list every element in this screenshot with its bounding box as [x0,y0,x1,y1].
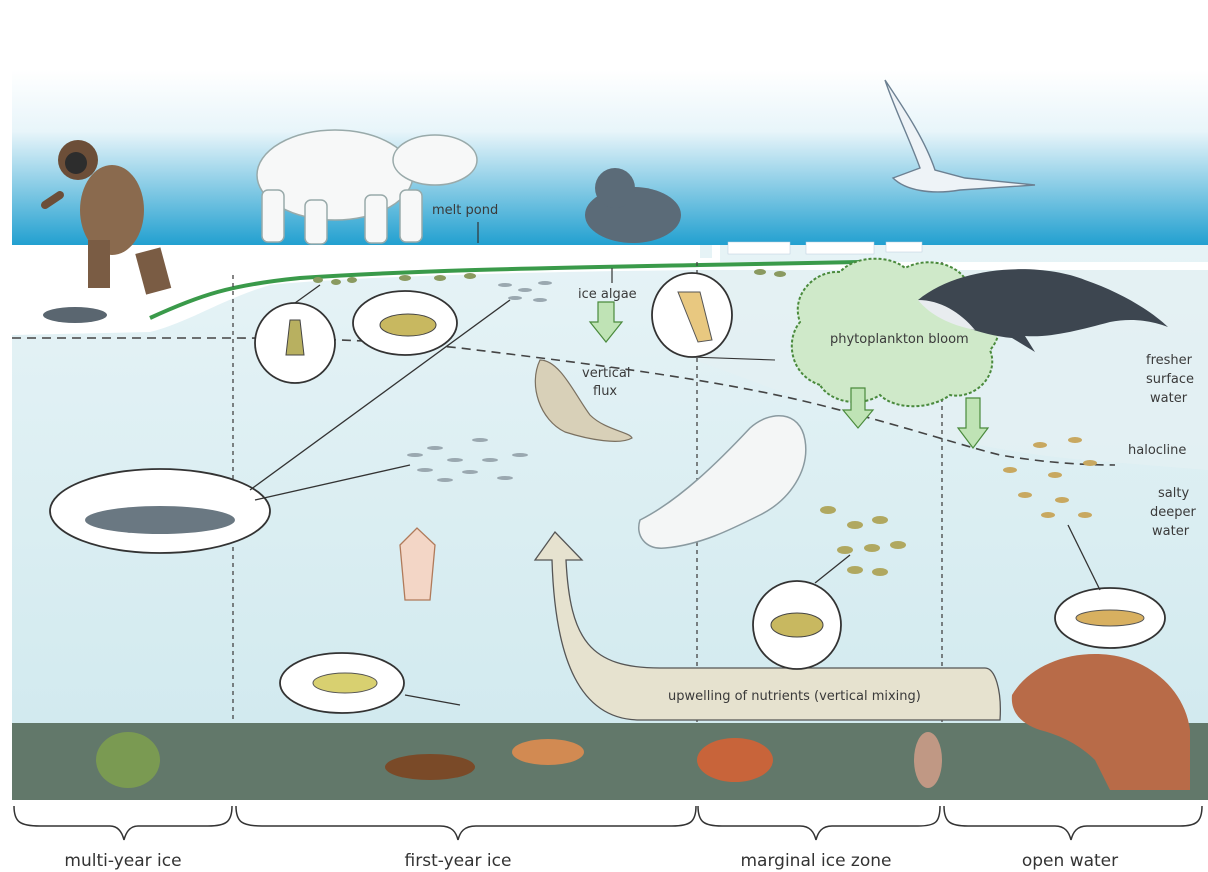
zone-label-open-water: open water [1022,851,1118,871]
callout-ice-amphipod [353,291,457,355]
vertical-flux-label-2: flux [593,384,617,399]
zone-brace-multi-year-ice [14,806,232,840]
salty-water-label-2: deeper [1150,505,1196,520]
salty-water-label-3: water [1152,524,1190,539]
zone-brace-open-water [944,806,1202,840]
krill-icon [313,673,377,693]
vertical-flux-label-1: vertical [582,366,630,381]
seaweed-icon [96,732,160,788]
salty-water-label-1: salty [1158,486,1189,501]
fresher-water-label-2: surface [1146,372,1194,387]
arctic-cod-icon [43,307,107,323]
shell-icon [914,732,942,788]
fresher-water-label-3: water [1150,391,1188,406]
callout-squid-larva [652,273,732,357]
upwelling-label: upwelling of nutrients (vertical mixing) [668,689,921,704]
amphipod-icon [380,314,436,336]
zone-brace-marginal-ice-zone [698,806,940,840]
crab-icon [697,738,773,782]
phytoplankton-bloom-label: phytoplankton bloom [830,332,969,347]
fresher-water-label-1: fresher [1146,353,1193,368]
amphipod-icon [771,613,823,637]
arctic-cod-icon [85,506,235,534]
ice-floe [806,242,874,254]
krill-icon [1076,610,1144,626]
seafloor [12,723,1208,800]
zone-brace-first-year-ice [236,806,696,840]
flatfish-icon [512,739,584,765]
ice-floe [728,242,790,254]
zone-label-first-year-ice: first-year ice [405,851,512,871]
fish-icon [385,754,475,780]
ice-floe [886,242,922,252]
zone-label-marginal-ice-zone: marginal ice zone [741,851,892,871]
ice-algae-label: ice algae [578,287,637,302]
melt-pond-label: melt pond [432,203,498,218]
zone-label-multi-year-ice: multi-year ice [64,851,181,871]
halocline-label: halocline [1128,443,1186,458]
